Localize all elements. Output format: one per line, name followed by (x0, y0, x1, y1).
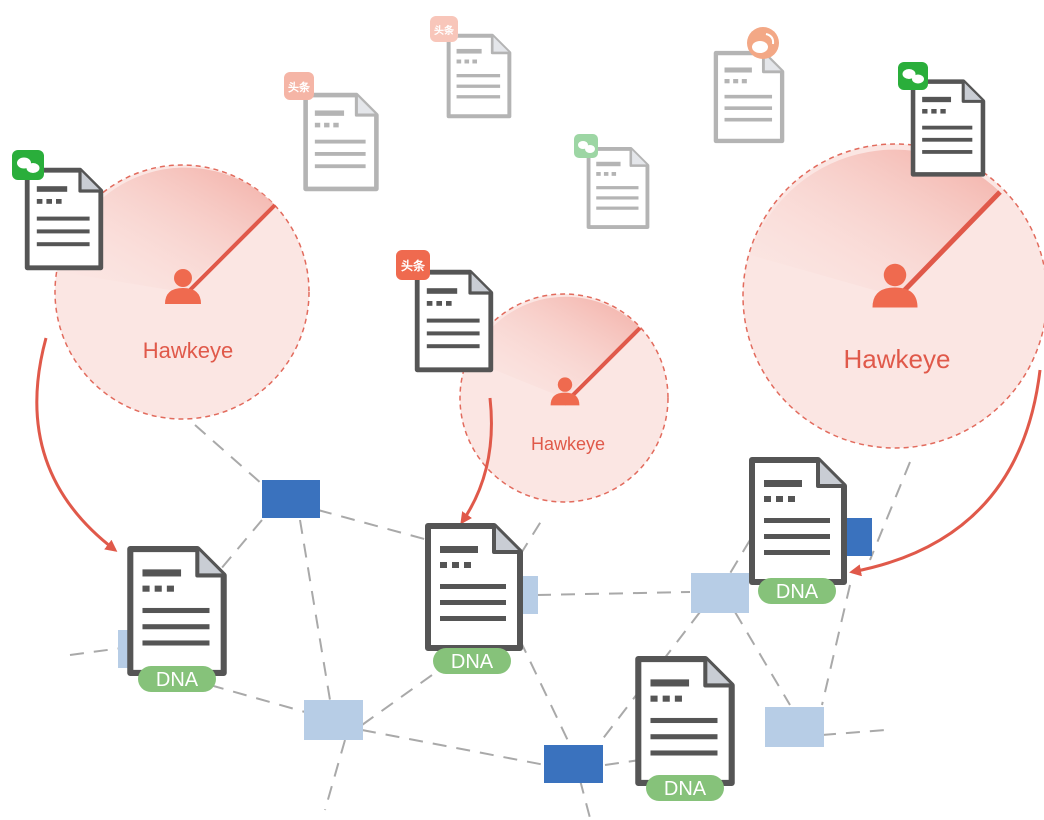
node-dark (262, 480, 320, 518)
radar-label: Hawkeye (531, 434, 605, 454)
radar-3: Hawkeye (742, 143, 1044, 577)
source-doc-toutiao: 头条 (396, 250, 491, 370)
toutiao-icon (284, 72, 314, 100)
dna-label: DNA (156, 669, 199, 691)
source-doc-toutiao-faded-2: 头条 (430, 16, 509, 116)
node-dark (544, 745, 603, 783)
source-doc-weibo-faded (716, 27, 782, 141)
dna-label: DNA (451, 651, 494, 673)
network-links (69, 424, 911, 819)
dna-badge (758, 578, 836, 604)
radar-1: Hawkeye (35, 164, 310, 552)
source-doc-wechat-left (12, 150, 101, 268)
dna-doc-3: DNA (752, 460, 844, 604)
radar-2: Hawkeye (459, 293, 669, 525)
node-light (691, 573, 749, 613)
dna-doc-2: DNA (428, 526, 520, 674)
source-doc-toutiao-faded-1: 头条 (284, 72, 376, 189)
dna-doc-4: DNA (638, 659, 731, 801)
dna-badge (433, 648, 511, 674)
dna-label: DNA (664, 778, 707, 800)
dna-doc-1: DNA (130, 549, 223, 692)
dna-badge (138, 666, 216, 692)
network-nodes (118, 480, 872, 783)
toutiao-icon (430, 16, 458, 42)
toutiao-badge-text: 头条 (401, 258, 426, 273)
source-doc-wechat-faded (574, 134, 650, 229)
radar-label: Hawkeye (844, 344, 951, 374)
toutiao-badge-text: 头条 (434, 24, 455, 37)
dna-badge (646, 775, 724, 801)
node-light (765, 707, 824, 747)
toutiao-badge-text: 头条 (288, 80, 311, 94)
radar-label: Hawkeye (143, 338, 233, 363)
dna-label: DNA (776, 581, 819, 603)
source-doc-wechat-right (898, 62, 983, 174)
toutiao-icon (396, 250, 430, 280)
node-light (304, 700, 363, 740)
